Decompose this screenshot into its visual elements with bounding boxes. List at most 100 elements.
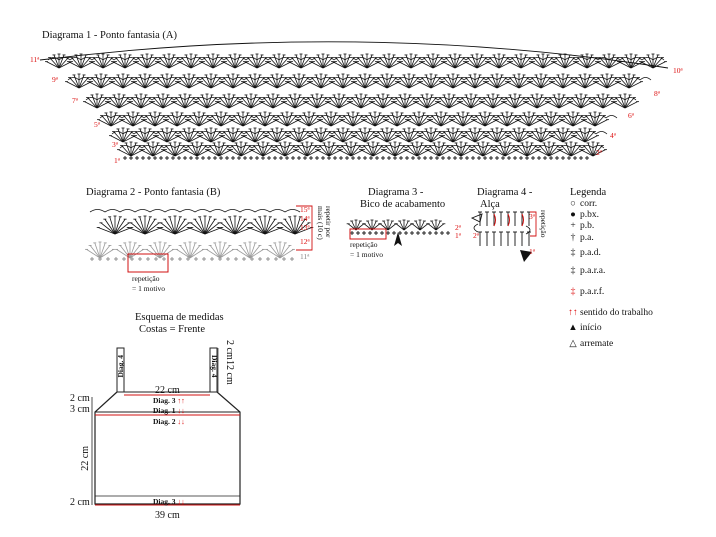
d1-shell: [560, 119, 574, 127]
d1-shell: [294, 94, 301, 109]
d1-shell: [504, 142, 511, 157]
d1-shell: [298, 135, 312, 143]
dim-strap-height: 12 cm: [224, 360, 235, 385]
d3-shell: [435, 220, 441, 231]
legend-item-corr: ○corr.: [568, 199, 597, 209]
d1-chain-arc: [641, 57, 654, 61]
d1-shell: [122, 131, 133, 143]
d1-shell: [295, 54, 302, 69]
d1-shell: [244, 61, 258, 69]
single-crochet-icon: +: [570, 221, 576, 231]
d1-shell: [264, 135, 278, 143]
d1-shell: [484, 112, 491, 127]
d1-shell: [421, 131, 432, 143]
d1-chain-arc: [177, 131, 190, 135]
d1-shell: [286, 119, 300, 127]
d1-shell: [46, 61, 60, 69]
d1-chain-arc: [298, 77, 311, 81]
d1-chain-arc: [100, 77, 113, 81]
d1-shell: [110, 81, 124, 89]
d1-shell: [360, 94, 367, 109]
d1-shell: [625, 54, 632, 69]
d1-shell: [84, 101, 98, 109]
d1-shell: [225, 57, 236, 69]
d1-shell: [276, 135, 290, 143]
d1-chain-arc: [256, 57, 269, 61]
d1-shell: [483, 97, 494, 109]
d1-shell: [394, 145, 405, 157]
d1-shell: [391, 112, 398, 127]
dim-neck: 22 cm: [155, 385, 180, 396]
d1-shell: [211, 115, 222, 127]
d1-chain-arc: [396, 115, 409, 119]
d1-shell: [374, 119, 388, 127]
d1-shell: [169, 142, 176, 157]
d1-shell: [205, 74, 212, 89]
d2-grey-shell: [159, 245, 171, 259]
d1-shell: [102, 54, 109, 69]
d1-shell: [58, 61, 72, 69]
d1-shell: [366, 54, 373, 69]
d1-shell: [452, 77, 463, 89]
d1-shell: [171, 112, 178, 127]
d1-shell: [514, 94, 521, 109]
d1-chain-arc: [91, 57, 104, 61]
d1-shell: [361, 54, 368, 69]
d1-shell: [80, 57, 91, 69]
d1-shell: [174, 145, 185, 157]
d2-grey-shell: [279, 242, 286, 259]
d1-chain-arc: [306, 145, 319, 149]
d1-shell: [337, 74, 344, 89]
d1-shell: [388, 61, 402, 69]
d1-chain-arc: [416, 145, 429, 149]
d1-shell: [289, 94, 296, 109]
d1-chain-arc: [284, 145, 297, 149]
d1-shell: [448, 94, 455, 109]
d1-shell: [229, 54, 236, 69]
d1-shell: [542, 54, 549, 69]
d1-shell: [178, 61, 192, 69]
d1-shell: [342, 81, 356, 89]
d1-shell: [399, 94, 406, 109]
d1-shell: [448, 149, 462, 157]
d1-chain-arc: [141, 145, 154, 149]
d1-shell: [493, 54, 500, 69]
d1-shell: [531, 131, 542, 143]
d1-shell: [575, 131, 586, 143]
d1-chain-arc: [485, 131, 498, 135]
d1-shell: [328, 145, 339, 157]
d1-shell: [242, 115, 253, 127]
d1-chain-arc: [526, 145, 539, 149]
d1-shell: [432, 54, 439, 69]
d1-shell: [175, 97, 186, 109]
d1-shell: [404, 94, 411, 109]
d1-chain-arc: [250, 97, 263, 101]
d1-shell: [193, 112, 200, 127]
d1-shell: [386, 77, 397, 89]
d1-shell: [233, 115, 244, 127]
d1-chain-arc: [212, 57, 225, 61]
d1-shell: [594, 112, 601, 127]
d1-shell: [176, 115, 187, 127]
d1-chain-arc: [308, 115, 321, 119]
d1-shell: [301, 142, 308, 157]
d1-shell: [128, 101, 142, 109]
d1-shell: [568, 101, 582, 109]
d1-shell: [482, 142, 489, 157]
d1-chain-arc: [206, 97, 219, 101]
d1-shell: [102, 61, 116, 69]
d1-shell: [531, 94, 538, 109]
d1-shell: [124, 57, 135, 69]
d1-shell: [550, 135, 564, 143]
d1-shell: [553, 94, 560, 109]
d2-shell: [190, 222, 206, 235]
d1-shell: [328, 149, 342, 157]
d1-shell: [474, 81, 488, 89]
d1-shell: [234, 54, 241, 69]
d2-grey-shell: [249, 249, 264, 259]
d1-shell: [542, 61, 556, 69]
d1-shell: [509, 94, 516, 109]
d1-shell: [563, 115, 574, 127]
d2-shell: [158, 227, 176, 235]
d1-shell: [78, 81, 92, 89]
